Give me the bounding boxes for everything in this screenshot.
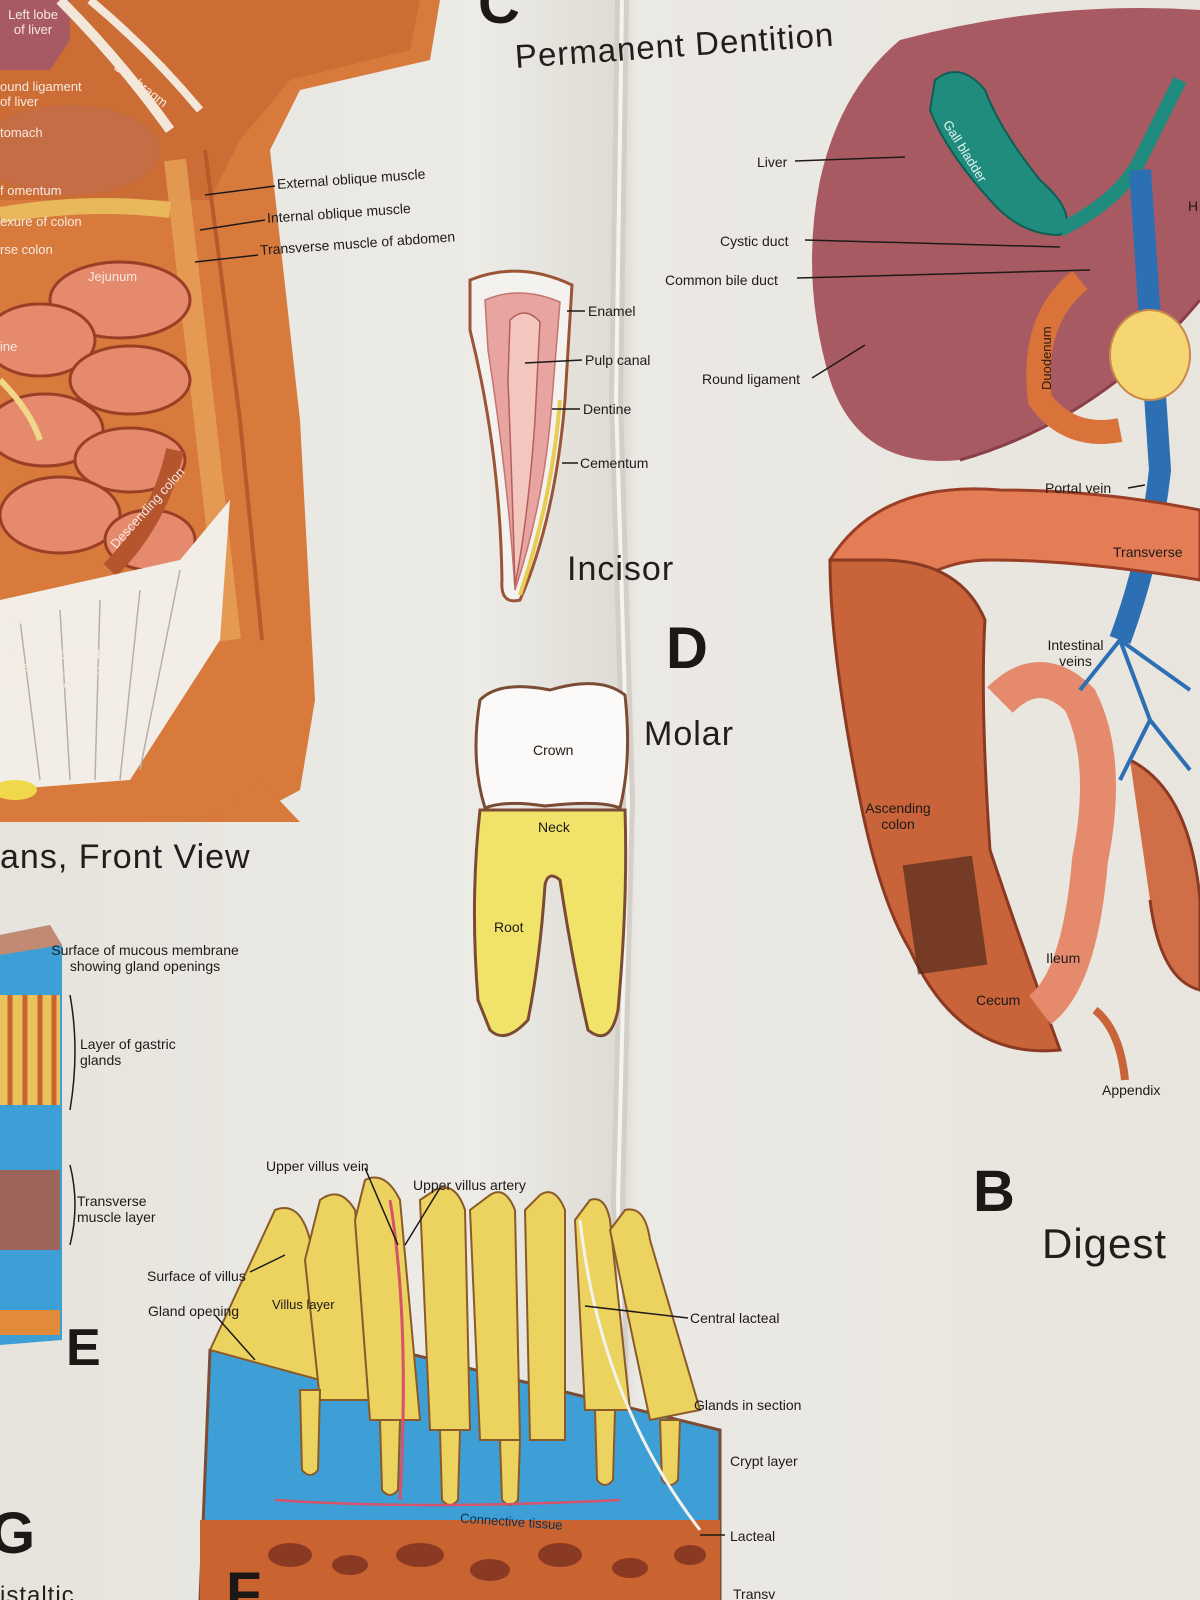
label-common-bile-duct: Common bile duct <box>665 272 778 288</box>
label-cecum: Cecum <box>976 992 1021 1008</box>
label-upper-villus-vein: Upper villus vein <box>266 1158 369 1174</box>
label-transverse-muscle-layer: Transverse muscle layer <box>77 1193 156 1226</box>
label-round-ligament: Round ligament <box>702 371 801 387</box>
label-crypt-layer: Crypt layer <box>730 1453 798 1469</box>
label-cystic-duct: Cystic duct <box>720 233 789 249</box>
heading-molar: Molar <box>644 715 735 753</box>
intestinal-villi-section <box>198 1176 722 1600</box>
label-duodenum: Duodenum <box>1039 326 1054 390</box>
label-central-lacteal: Central lacteal <box>690 1310 780 1326</box>
label-enamel: Enamel <box>588 303 636 319</box>
label-glands-in-section: Glands in section <box>694 1397 802 1413</box>
label-ileum: Ileum <box>1046 950 1081 966</box>
label-h: H <box>1188 198 1199 214</box>
label-transverse-colon: Transverse <box>1113 544 1183 560</box>
label-appendix: Appendix <box>1102 1082 1161 1098</box>
label-upper-villus-artery: Upper villus artery <box>413 1177 526 1193</box>
label-dentine: Dentine <box>583 401 632 417</box>
label-root: Root <box>494 919 524 935</box>
molar-diagram <box>472 682 630 1038</box>
heading-incisor: Incisor <box>567 550 675 588</box>
label-pulp-canal: Pulp canal <box>585 352 651 368</box>
label-lacteal: Lacteal <box>730 1528 776 1544</box>
label-omentum: f omentum <box>0 183 62 198</box>
label-ascending-colon: Ascending colon <box>865 800 931 833</box>
digestive-system <box>812 8 1200 1081</box>
label-crown: Crown <box>533 742 574 758</box>
heading-peristaltic: istaltic <box>0 1582 75 1600</box>
heading-organs-front-view: ans, Front View <box>0 838 251 876</box>
label-neck: Neck <box>538 819 570 835</box>
torso-front-view <box>0 0 440 822</box>
label-surface-of-villus: Surface of villus <box>147 1268 246 1284</box>
label-layer-gastric-glands: Layer of gastric glands <box>80 1036 176 1069</box>
label-liver: Liver <box>757 154 788 170</box>
section-letter-b: B <box>973 1159 1015 1224</box>
label-portal-vein: Portal vein <box>1045 480 1112 496</box>
label-lateral-umbilical-fold: Lateral umbilical fold <box>60 647 111 692</box>
section-letter-g: G <box>0 1501 36 1566</box>
label-transverse-colon-torso: rse colon <box>0 242 53 257</box>
incisor-diagram <box>468 269 574 603</box>
label-ine: ine <box>0 339 18 354</box>
label-gland-opening: Gland opening <box>148 1303 240 1319</box>
label-urinary-bladder: rinary adder <box>0 597 34 627</box>
section-letter-d: D <box>666 616 708 681</box>
label-jejunum: Jejunum <box>88 269 138 284</box>
label-left-lobe-liver: Left lobe of liver <box>8 7 58 37</box>
section-letter-e: E <box>66 1319 101 1377</box>
stomach-wall-section <box>0 925 62 1345</box>
label-stomach: tomach <box>0 125 43 140</box>
label-cementum: Cementum <box>580 455 649 471</box>
label-villus-layer: Villus layer <box>272 1297 335 1312</box>
label-surface-mucous-membrane: Surface of mucous membrane showing gland… <box>51 942 239 975</box>
section-letter-c: C <box>478 0 520 36</box>
label-intestinal-veins: Intestinal veins <box>1047 637 1104 670</box>
heading-digestive: Digest <box>1042 1220 1168 1267</box>
label-round-ligament-liver: ound ligament of liver <box>0 79 82 109</box>
label-flexure-colon: exure of colon <box>0 214 82 229</box>
section-letter-f: F <box>226 1561 262 1600</box>
label-median-umbilical-fold: lian bilical ld <box>0 644 33 689</box>
label-transverse-cut: Transv <box>733 1586 776 1600</box>
